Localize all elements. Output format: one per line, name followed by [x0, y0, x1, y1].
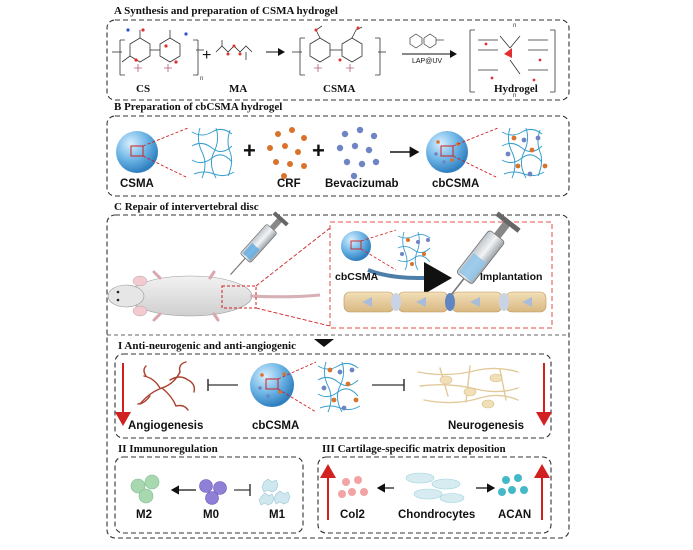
svg-text:n: n: [513, 23, 516, 29]
m1-cells: [258, 478, 291, 506]
panel-a-border: [106, 19, 570, 101]
csma-sphere: [116, 131, 158, 173]
hydrogel-structure: [469, 29, 556, 93]
cbcsma-network-c: [397, 231, 431, 271]
hydrogel-label: Hydrogel: [494, 83, 538, 95]
col2-label: Col2: [340, 509, 365, 521]
panel-b-border: [106, 115, 570, 197]
panel-c-border: [106, 214, 570, 539]
panel-a-title: A Synthesis and preparation of CSMA hydr…: [114, 5, 338, 17]
m0-label: M0: [203, 509, 219, 521]
mouse-illustration: [107, 270, 321, 322]
section-2-title: II Immunoregulation: [118, 443, 218, 455]
m1-label: M1: [269, 509, 285, 521]
csma-label-b: CSMA: [120, 178, 154, 190]
ma-structure: [215, 40, 253, 60]
m2-label: M2: [136, 509, 152, 521]
cs-label: CS: [136, 83, 151, 95]
implantation-zoom-box: [329, 221, 553, 329]
csma-structure: [292, 25, 386, 76]
cbcsma-label-b: cbCSMA: [432, 178, 480, 190]
cbcsma-sphere: [426, 131, 468, 173]
csma-network: [191, 127, 235, 179]
cbcsma-label-i: cbCSMA: [252, 420, 300, 432]
syringe-large-icon: [448, 211, 521, 298]
col2-cells: [338, 476, 368, 498]
bevacizumab-dots: [336, 126, 380, 180]
cbcsma-sphere-i: [250, 363, 294, 407]
cbcsma-label-c: cbCSMA: [335, 271, 379, 283]
panel-c-title: C Repair of intervertebral disc: [114, 201, 259, 213]
panel-b-title: B Preparation of cbCSMA hydrogel: [114, 101, 283, 113]
csma-label-a: CSMA: [323, 83, 356, 95]
cbcsma-network-i: [317, 361, 361, 413]
plus-b2: +: [312, 138, 325, 163]
svg-text:n: n: [200, 76, 203, 82]
cbcsma-sphere-c: [341, 231, 371, 261]
lap-uv-label: LAP@UV: [412, 58, 443, 65]
section-3-border: [317, 456, 552, 534]
m0-cells: [199, 479, 227, 505]
down-arrow: [314, 339, 334, 347]
section-1-title: I Anti-neurogenic and anti-angiogenic: [118, 340, 296, 352]
implantation-label: Implantation: [480, 271, 543, 283]
acan-label: ACAN: [498, 509, 532, 521]
crf-label: CRF: [277, 178, 301, 190]
transfer-arrow: [367, 262, 452, 294]
acan-cells: [498, 474, 528, 496]
lap-uv-icon: [409, 33, 444, 49]
blood-vessel-illustration: [137, 361, 196, 411]
injection-site-box: [221, 285, 257, 309]
chondrocyte-cells: [405, 472, 465, 503]
angiogenesis-label: Angiogenesis: [128, 420, 204, 432]
m2-cells: [130, 474, 160, 504]
syringe-small-icon: [230, 211, 289, 275]
cs-structure: [112, 30, 204, 76]
plus-sign: +: [202, 47, 211, 64]
bevacizumab-label: Bevacizumab: [325, 178, 399, 190]
chondrocytes-label: Chondrocytes: [398, 509, 476, 521]
crf-dots: [267, 127, 307, 179]
section-3-title: III Cartilage-specific matrix deposition: [322, 443, 506, 455]
section-1-border: [114, 353, 552, 439]
spine-illustration: [343, 291, 547, 313]
neuron-illustration: [417, 365, 519, 404]
svg-text:n: n: [513, 93, 516, 99]
plus-b1: +: [243, 138, 256, 163]
sulfate-groups: [134, 64, 172, 72]
ma-label: MA: [229, 83, 248, 95]
hydrogel-crosslink: [504, 48, 512, 58]
neurogenesis-label: Neurogenesis: [448, 420, 525, 432]
